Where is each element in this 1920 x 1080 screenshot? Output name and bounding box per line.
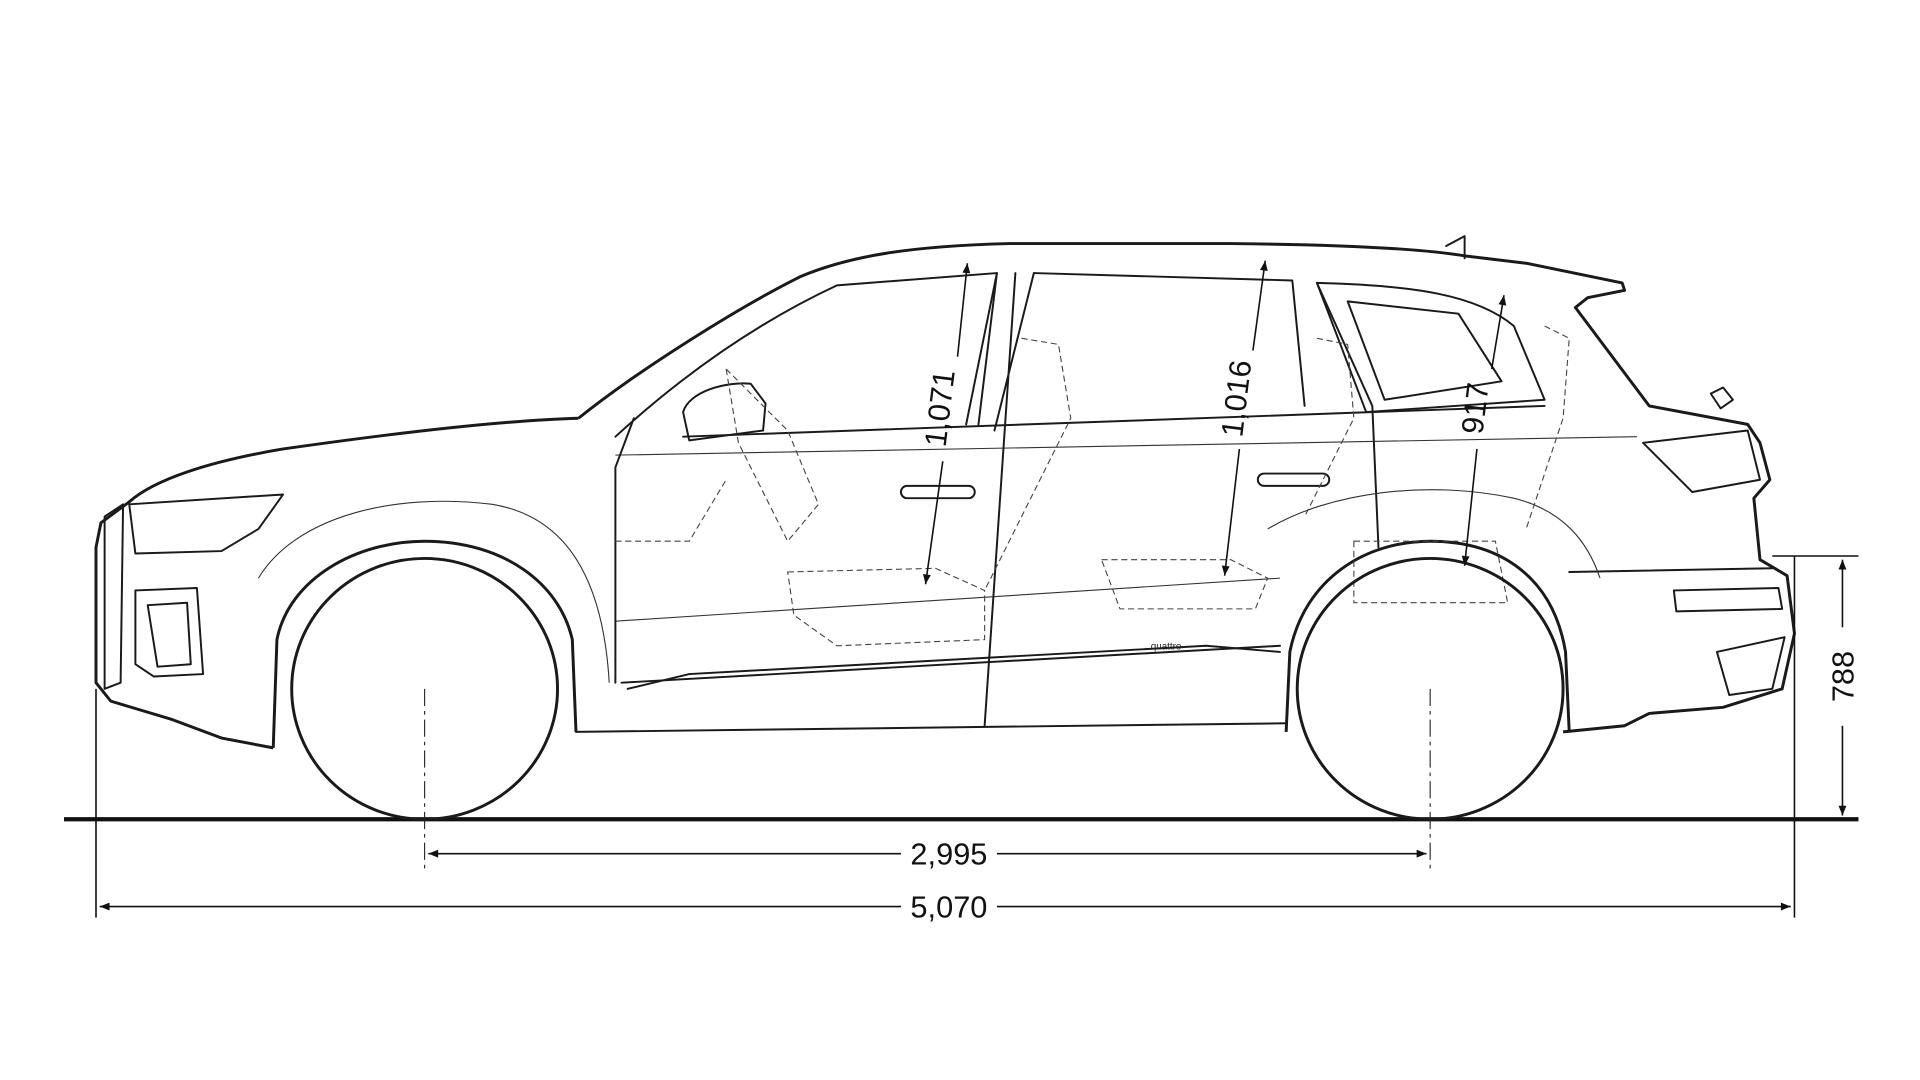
second-row-headroom-label: 1,016 [1214, 358, 1258, 439]
second-row-headroom-dimension: 1,016 [1214, 260, 1268, 576]
seats-outline [615, 325, 1570, 647]
rear-height-label: 788 [1826, 651, 1861, 702]
car-body [94, 235, 1796, 750]
wheelbase-dimension: 2,995 [428, 837, 1427, 872]
quattro-badge: quattro [1151, 641, 1182, 652]
rear-height-dimension: 788 [1826, 559, 1861, 816]
front-headroom-dimension: 1,071 [918, 263, 971, 585]
third-row-headroom-dimension: 917 [1455, 295, 1507, 566]
length-label: 5,070 [910, 890, 987, 925]
third-row-headroom-label: 917 [1455, 381, 1496, 436]
wheelbase-label: 2,995 [910, 837, 987, 872]
length-dimension: 5,070 [99, 890, 1791, 925]
front-headroom-label: 1,071 [918, 368, 962, 449]
